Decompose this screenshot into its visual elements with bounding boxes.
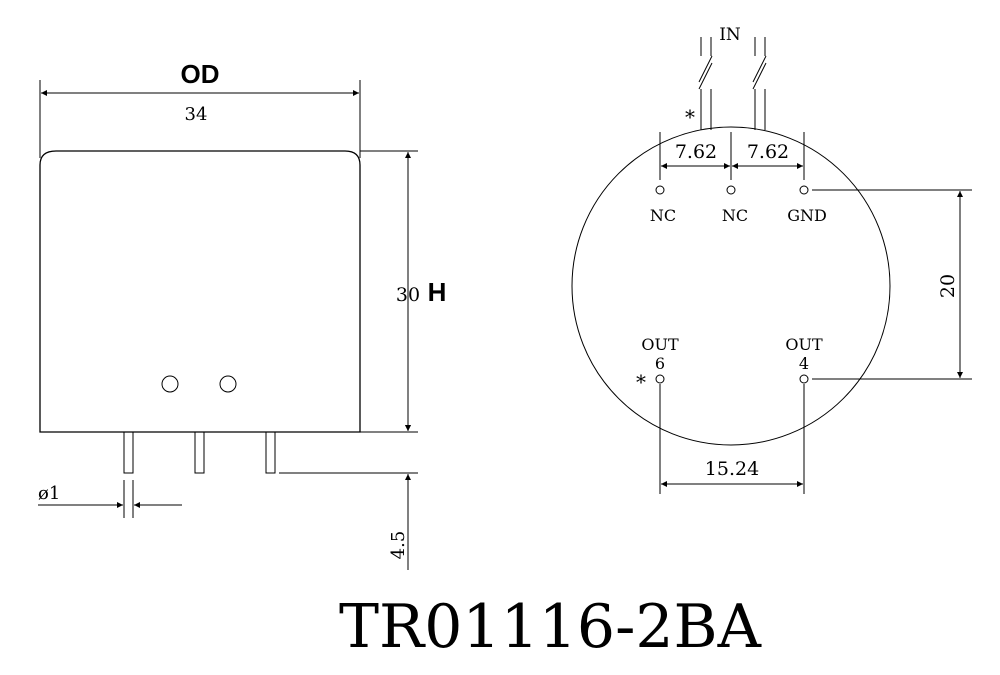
pin-out-4: [799, 374, 809, 384]
pitch-left-label: 7.62: [675, 141, 717, 163]
od-label: OD: [181, 59, 220, 89]
pitch-right-label: 7.62: [747, 141, 789, 163]
height-value: 30: [396, 284, 420, 306]
mounting-hole-left: [161, 375, 179, 393]
pin-length-label: 4.5: [388, 531, 409, 560]
row-spacing-label: 20: [937, 274, 959, 298]
polarity-mark-out: *: [636, 370, 646, 394]
out-4-number: 4: [799, 354, 809, 373]
out-4-label: OUT: [785, 335, 823, 354]
transformer-body: [39, 150, 361, 433]
height-label: H: [428, 277, 447, 307]
pin-gnd: [799, 185, 809, 195]
pin-nc-1: [655, 185, 665, 195]
pin-middle: [194, 431, 205, 474]
pin-out-6: [655, 374, 665, 384]
side-view: OD 34 30 H ø1 4.5: [38, 59, 446, 570]
primary-lead-right: [752, 37, 767, 130]
out-spacing-label: 15.24: [705, 458, 759, 480]
polarity-mark-in: *: [685, 105, 695, 129]
od-value: 34: [185, 104, 208, 125]
body-circle: [571, 126, 891, 446]
pin-nc-1-label: NC: [650, 206, 676, 225]
pin-nc-2-label: NC: [722, 206, 748, 225]
out-6-number: 6: [655, 354, 665, 373]
pin-nc-2: [726, 185, 736, 195]
out-6-label: OUT: [641, 335, 679, 354]
pin-diameter-label: ø1: [38, 483, 60, 504]
pin-right: [265, 431, 276, 474]
part-number: TR01116-2BA: [339, 592, 762, 662]
top-view: IN * 7.62 7.62 NC NC: [571, 25, 972, 494]
in-label: IN: [719, 25, 741, 45]
pin-gnd-label: GND: [787, 206, 827, 225]
pin-left: [123, 431, 134, 474]
primary-lead-left: [698, 37, 713, 130]
mounting-hole-right: [219, 375, 237, 393]
